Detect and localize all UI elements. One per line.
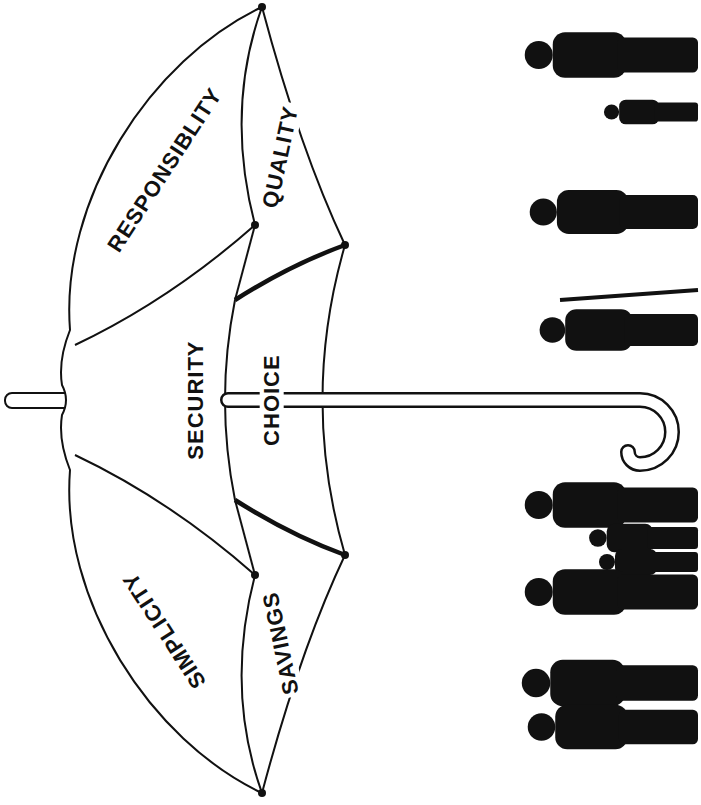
child-silhouette [604,100,698,125]
people-silhouettes [522,32,698,749]
umbrella-handle-fill [228,400,672,464]
panel-label: SECURITY [184,337,208,462]
canopy-seam [75,455,255,575]
panel-label: CHOICE [260,351,284,449]
rib-tip [251,221,259,229]
child-silhouette [589,524,698,553]
person-silhouette [525,32,698,78]
person-silhouette [525,569,698,615]
umbrella-handle [228,400,672,464]
rib-tip [341,551,349,559]
walking-cane [560,290,698,300]
rib-tip [258,789,266,797]
canopy-seam [242,7,262,225]
canopy-seam [242,575,262,793]
canopy-rib [235,245,345,300]
person-silhouette [528,705,698,750]
person-silhouette [530,190,698,234]
person-silhouette [525,482,698,528]
rib-tips [251,3,349,797]
rib-tip [251,571,259,579]
rib-tip [258,3,266,11]
person-silhouette [522,660,698,706]
rib-tip [341,241,349,249]
elderly-silhouette [540,309,698,351]
canopy-rib [235,500,345,555]
